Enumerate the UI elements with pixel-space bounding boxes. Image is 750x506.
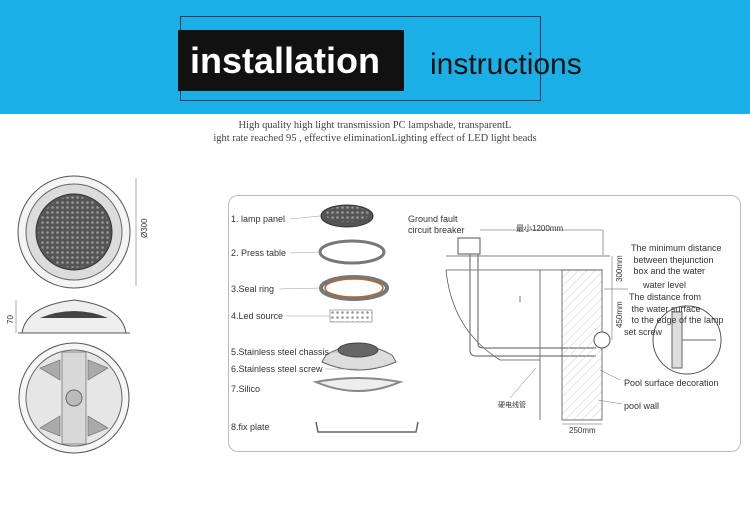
lamp-top-view <box>17 175 137 289</box>
part-label-7: 7.Silico <box>231 384 261 394</box>
water-level-label: water level <box>643 280 687 290</box>
part-label-6: 6.Stainless steel screw <box>231 364 323 374</box>
set-screw-label: set screw <box>624 327 663 337</box>
dim-300-label: 300mm <box>615 255 624 282</box>
distance-from-label: The distance from the water surface to t… <box>629 292 724 325</box>
exploded-parts <box>312 204 419 433</box>
part-label-5: 5.Stainless steel chassis <box>231 347 330 357</box>
part-label-8: 8.fix plate <box>231 422 270 432</box>
part-leaders <box>278 215 358 370</box>
min-distance-label: The minimum distance between thejunction… <box>631 243 722 276</box>
tagline-line1: High quality high light transmission PC … <box>238 120 512 131</box>
pool-cross-section <box>445 229 722 425</box>
part-label-3: 3.Seal ring <box>231 284 275 294</box>
page-title: installation <box>190 40 381 81</box>
lamp-side-view <box>15 299 130 334</box>
part-label-4: 4.Led source <box>231 311 284 321</box>
part-label-1: 1. lamp panel <box>231 214 286 224</box>
lamp-back-view <box>18 342 130 454</box>
part-label-2: 2. Press table <box>231 248 287 258</box>
page-subtitle: instructions <box>430 48 582 81</box>
conduit-label: 硬电线管 <box>498 402 526 409</box>
pool-surface-label: Pool surface decoration <box>624 378 719 388</box>
height-label: 70 <box>6 315 15 324</box>
dim-450-label: 450mm <box>615 301 624 328</box>
installation-panel <box>228 195 741 452</box>
min-length-label: 最小1200mm <box>516 224 564 233</box>
pool-wall-label: pool wall <box>624 401 660 411</box>
dim-250-label: 250mm <box>569 426 596 435</box>
diameter-label: Ø300 <box>140 218 149 238</box>
title-box <box>178 30 404 91</box>
tagline-line2: ight rate reached 95 , effective elimina… <box>213 133 537 144</box>
ground-fault-label: Ground fault circuit breaker <box>408 214 465 235</box>
